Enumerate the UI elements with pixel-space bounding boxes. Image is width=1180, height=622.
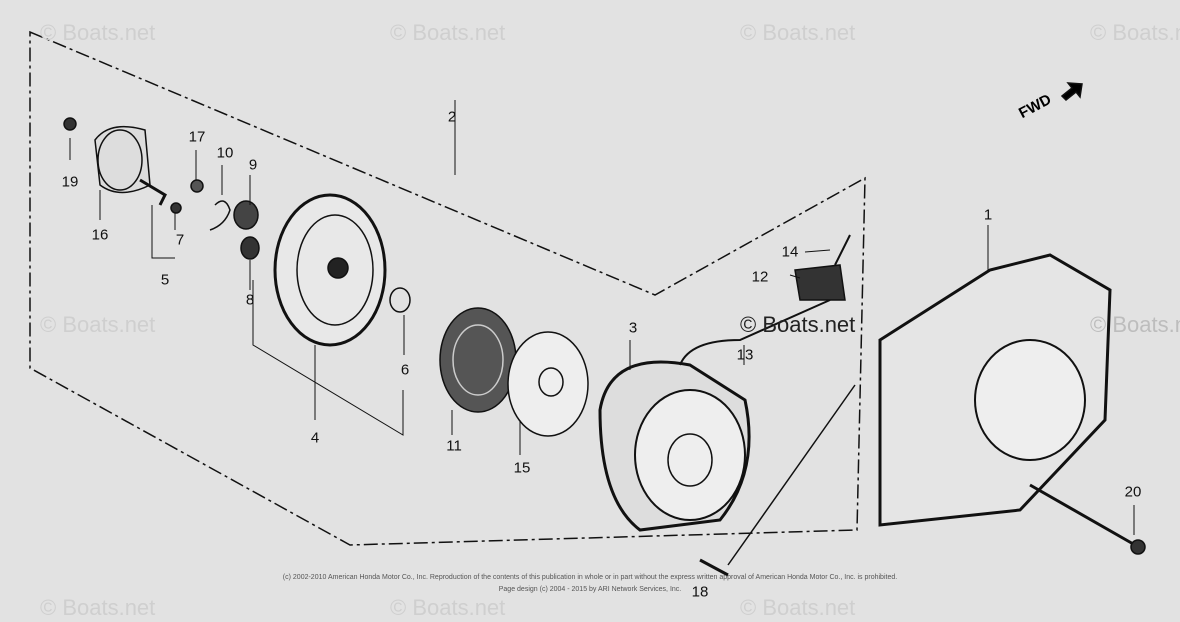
callout-18: 18 — [691, 583, 709, 601]
callout-6: 6 — [400, 361, 410, 379]
part-14-pin — [834, 234, 851, 266]
watermark-7: © Boats.net — [1090, 312, 1180, 337]
part-6-collar — [389, 287, 411, 313]
callout-10: 10 — [216, 144, 234, 162]
watermark-5: © Boats.net — [40, 312, 156, 337]
watermark-2: © Boats.net — [390, 20, 506, 45]
callout-12: 12 — [751, 268, 769, 286]
watermark-6: © Boats.net — [740, 312, 856, 337]
part-18-bolt — [699, 558, 729, 577]
callout-11: 11 — [446, 437, 462, 455]
page-design-credit: Page design (c) 2004 - 2015 by ARI Netwo… — [498, 586, 682, 593]
part-10-spring — [209, 200, 231, 231]
callout-2: 2 — [447, 108, 457, 126]
callout-7: 7 — [175, 231, 185, 249]
watermark-10: © Boats.net — [740, 595, 856, 620]
part-9-bearing — [233, 200, 259, 230]
watermark-3: © Boats.net — [740, 20, 856, 45]
callout-16: 16 — [91, 226, 109, 244]
part-7-nut — [170, 202, 182, 214]
part-15-plate — [507, 331, 589, 437]
watermark-8: © Boats.net — [40, 595, 156, 620]
part-5-spring — [139, 178, 167, 206]
part-13-rope — [679, 299, 831, 366]
callout-14: 14 — [781, 243, 799, 261]
part-20-bolt — [1029, 483, 1136, 547]
part-12-grip — [794, 264, 846, 301]
part-8-seal — [240, 236, 260, 260]
callout-3: 3 — [628, 319, 638, 337]
leader-lines — [69, 100, 1135, 535]
callout-5: 5 — [160, 271, 170, 289]
callout-15: 15 — [513, 459, 531, 477]
part-11-spring — [439, 307, 517, 413]
callout-4: 4 — [310, 429, 320, 447]
watermark-4: © Boats.net — [1090, 20, 1180, 45]
callout-9: 9 — [248, 156, 258, 174]
copyright-line: (c) 2002-2010 American Honda Motor Co., … — [282, 574, 898, 581]
callout-1: 1 — [983, 206, 993, 224]
part-19-nut — [63, 117, 77, 131]
assembly-outline — [29, 30, 866, 546]
callout-8: 8 — [245, 291, 255, 309]
callout-17: 17 — [188, 128, 206, 146]
fwd-arrow-icon — [1060, 82, 1083, 102]
watermark-9: © Boats.net — [390, 595, 506, 620]
callout-19: 19 — [61, 173, 79, 191]
callout-13: 13 — [736, 346, 754, 364]
watermark-1: © Boats.net — [40, 20, 156, 45]
callout-20: 20 — [1124, 483, 1142, 501]
part-17-nut — [190, 179, 204, 193]
